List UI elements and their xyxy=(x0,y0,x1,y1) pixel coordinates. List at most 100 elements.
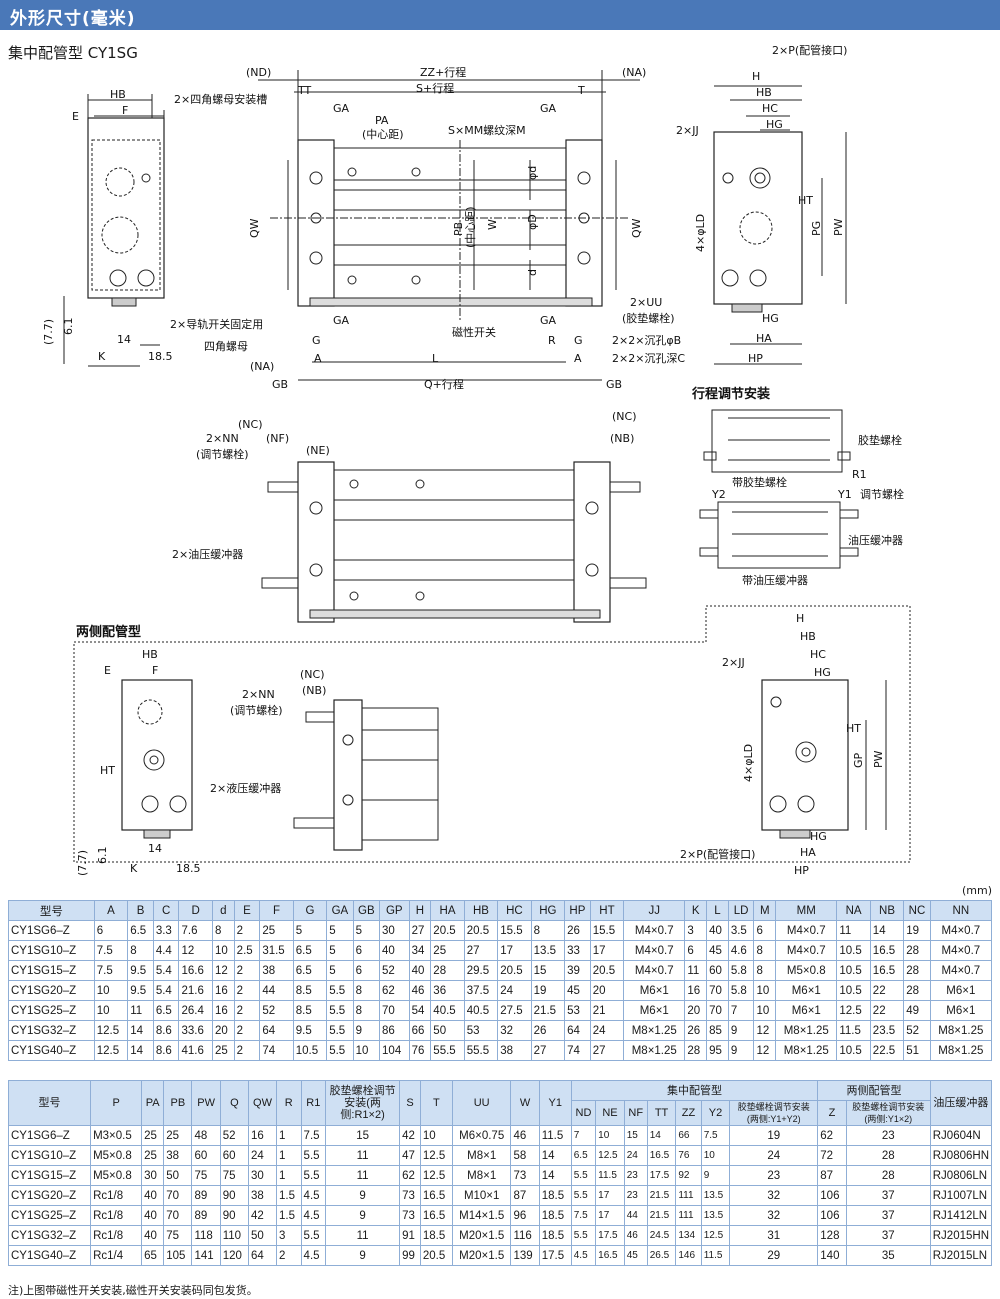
t2-h-nd: ND xyxy=(570,1100,597,1126)
t2-h-central: 集中配管型 xyxy=(570,1080,819,1101)
table-cell: 12.5 xyxy=(93,1020,129,1041)
t1-header-cell: NA xyxy=(836,900,871,921)
table-cell: 3.3 xyxy=(152,920,180,941)
t1-header-cell: MM xyxy=(775,900,838,921)
table-cell: 6 xyxy=(684,940,708,961)
table-cell: 38 xyxy=(259,960,294,981)
t2-h-nf: NF xyxy=(623,1100,648,1126)
table-cell: 4.5 xyxy=(300,1185,327,1206)
table-cell: M8×1.25 xyxy=(929,1020,993,1041)
table-cell: 16.5 xyxy=(869,960,905,981)
t2-h-t: T xyxy=(419,1080,453,1126)
label-rail-nut2: 四角螺母 xyxy=(204,340,248,353)
table-cell: 16 xyxy=(684,980,708,1001)
both-end-view-right xyxy=(761,679,887,839)
banner-title: 外形尺寸(毫米) xyxy=(10,9,136,29)
label-smm: S×MM螺纹深M xyxy=(448,123,526,137)
table-cell: 9.5 xyxy=(292,1020,328,1041)
t1-header-cell: NB xyxy=(869,900,905,921)
table-cell: 37 xyxy=(845,1185,931,1206)
label-r1: R1 xyxy=(852,468,867,481)
table-cell: 8 xyxy=(753,960,777,981)
table-cell: CY1SG20–Z xyxy=(7,1185,92,1206)
table-cell: 5 xyxy=(326,920,354,941)
table-cell: 34 xyxy=(408,940,432,961)
label-phi-D: φD xyxy=(526,214,539,230)
table-cell: 7.5 xyxy=(700,1125,731,1146)
t2-h-w: W xyxy=(510,1080,540,1126)
t2-h-shock: 油压缓冲器 xyxy=(929,1080,993,1126)
table-cell: 11 xyxy=(325,1165,401,1186)
table-cell: 5.5 xyxy=(300,1165,327,1186)
table-cell: 12.5 xyxy=(700,1225,731,1246)
t1-header-cell: HG xyxy=(530,900,566,921)
table-cell: 24 xyxy=(497,980,532,1001)
table-cell: 95 xyxy=(706,1040,729,1061)
table-cell: 37 xyxy=(845,1225,931,1246)
table-cell: 73 xyxy=(399,1205,421,1226)
t2-h-r1: R1 xyxy=(300,1080,327,1126)
table-cell: 27 xyxy=(530,1040,566,1061)
footnote: 注)上图带磁性开关安装,磁性开关安装码同包发货。 xyxy=(8,1284,258,1297)
table-cell: M8×1.25 xyxy=(929,1040,993,1061)
table-cell: 32 xyxy=(729,1205,819,1226)
table-cell: 7.6 xyxy=(178,920,213,941)
table-cell: 38 xyxy=(497,1040,532,1061)
label-r: R xyxy=(548,334,556,347)
table-cell: 92 xyxy=(675,1165,702,1186)
table-cell: 96 xyxy=(510,1205,540,1226)
table-cell: 21.6 xyxy=(178,980,213,1001)
label-nb2: (NB) xyxy=(302,684,326,697)
t1-header-cell: F xyxy=(259,900,294,921)
main-adjust-view xyxy=(261,461,647,623)
table-cell: 134 xyxy=(675,1225,702,1246)
table-cell: M4×0.7 xyxy=(929,960,993,981)
table-cell: 24 xyxy=(248,1145,277,1166)
table-cell: 40 xyxy=(706,920,729,941)
table-cell: 70 xyxy=(706,980,729,1001)
table-cell: 19 xyxy=(530,980,566,1001)
label-hg-b: HG xyxy=(762,312,779,325)
table-cell: 5.5 xyxy=(300,1225,327,1246)
table-cell: 25 xyxy=(430,940,465,961)
label-pb-sub: (中心距) xyxy=(464,206,477,248)
table-cell: 2 xyxy=(276,1245,302,1266)
table-cell: CY1SG15–Z xyxy=(7,1165,92,1186)
table-cell: 5.4 xyxy=(152,960,180,981)
t1-header-cell: NC xyxy=(903,900,931,921)
table-cell: 21.5 xyxy=(530,1000,566,1021)
table-cell: 13.5 xyxy=(700,1205,731,1226)
table-cell: 10.5 xyxy=(836,980,871,1001)
label-nf: (NF) xyxy=(266,432,289,445)
table-cell: 6.5 xyxy=(152,1000,180,1021)
table-cell: 8.6 xyxy=(152,1020,180,1041)
table-cell: RJ2015LN xyxy=(929,1245,993,1266)
label-jj2: 2×JJ xyxy=(722,656,745,669)
t2-h-p: P xyxy=(90,1080,143,1126)
table-cell: 4.4 xyxy=(152,940,180,961)
table-cell: 8 xyxy=(753,940,777,961)
table-cell: 26.5 xyxy=(646,1245,677,1266)
table-cell: CY1SG10–Z xyxy=(8,940,95,961)
table-cell: 20 xyxy=(589,980,625,1001)
table-cell: 5.8 xyxy=(727,960,755,981)
label-pw2: PW xyxy=(872,750,885,768)
table-cell: 16 xyxy=(211,980,235,1001)
table-cell: 32 xyxy=(729,1185,819,1206)
table-cell: 62 xyxy=(817,1125,847,1146)
table-cell: 58 xyxy=(510,1145,540,1166)
table-cell: 10.5 xyxy=(292,1040,328,1061)
table-cell: 10 xyxy=(753,980,777,1001)
table-cell: 8 xyxy=(352,980,381,1001)
label-hb2: HB xyxy=(142,648,158,661)
table-cell: 6.5 xyxy=(292,940,328,961)
table-cell: 11.5 xyxy=(836,1020,871,1041)
table-cell: M6×1 xyxy=(775,980,838,1001)
table-cell: RJ2015HN xyxy=(929,1225,993,1246)
table-cell: 24 xyxy=(589,1020,625,1041)
table-cell: 5.5 xyxy=(326,1040,354,1061)
